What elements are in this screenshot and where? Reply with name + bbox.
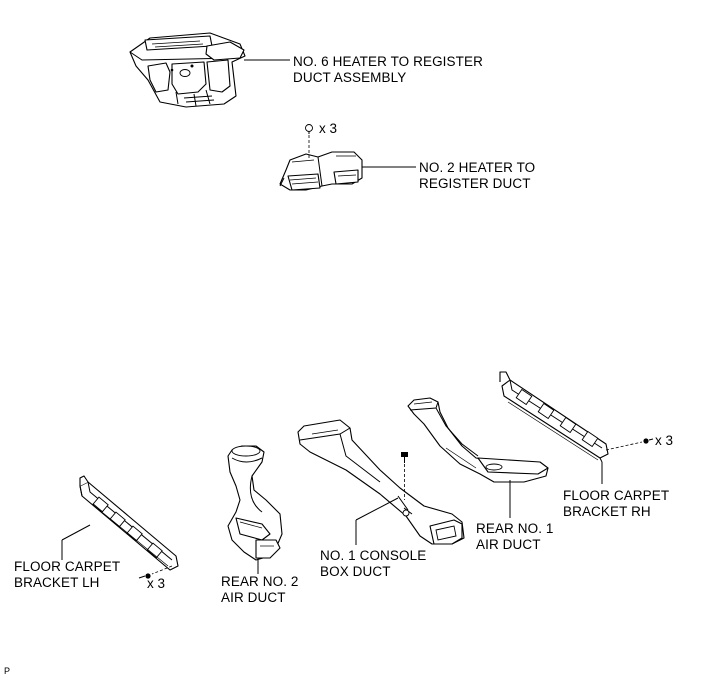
label-line: FLOOR CARPET: [563, 488, 670, 503]
label-line: AIR DUCT: [476, 537, 541, 552]
label-floor-carpet-bracket-rh: FLOOR CARPET BRACKET RH: [563, 488, 669, 520]
label-line: REGISTER DUCT: [419, 176, 531, 191]
label-line: REAR NO. 2: [221, 574, 299, 589]
label-line: BOX DUCT: [320, 564, 391, 579]
label-no6-duct-assembly: NO. 6 HEATER TO REGISTER DUCT ASSEMBLY: [293, 54, 483, 86]
label-no1-console-box-duct: NO. 1 CONSOLE BOX DUCT: [320, 548, 426, 580]
label-no2-register-duct: NO. 2 HEATER TO REGISTER DUCT: [419, 160, 535, 192]
qty-clip-no2: x 3: [319, 121, 338, 136]
rear-no2-air-duct: [227, 445, 283, 561]
rear-no1-air-duct: [407, 397, 549, 483]
label-line: NO. 6 HEATER TO REGISTER: [293, 54, 483, 69]
leader-console-1: [355, 497, 399, 521]
no6-duct-assembly: [129, 32, 246, 108]
no2-register-duct: [279, 151, 363, 191]
label-rear-no2-air-duct: REAR NO. 2 AIR DUCT: [221, 574, 299, 606]
label-line: NO. 2 HEATER TO: [419, 160, 536, 175]
label-line: NO. 1 CONSOLE: [320, 548, 427, 563]
label-line: AIR DUCT: [221, 590, 286, 605]
floor-carpet-bracket-rh: [499, 371, 609, 463]
label-line: REAR NO. 1: [476, 521, 554, 536]
label-rear-no1-air-duct: REAR NO. 1 AIR DUCT: [476, 521, 554, 553]
screw-icon-console: [401, 452, 408, 500]
label-floor-carpet-bracket-lh: FLOOR CARPET BRACKET LH: [14, 559, 120, 591]
screw-icon-lh: [138, 565, 173, 579]
corner-mark: P: [4, 666, 11, 676]
label-line: BRACKET RH: [563, 504, 651, 519]
qty-screw-rh: x 3: [655, 433, 674, 448]
no1-console-box-duct: [297, 419, 465, 545]
screw-icon-rh: [605, 438, 654, 451]
label-line: BRACKET LH: [14, 575, 100, 590]
label-line: FLOOR CARPET: [14, 559, 121, 574]
clip-icon-no2: [305, 124, 313, 158]
floor-carpet-bracket-lh: [79, 475, 179, 571]
leader-lh-1: [61, 524, 91, 541]
label-line: DUCT ASSEMBLY: [293, 70, 407, 85]
qty-screw-lh: x 3: [147, 576, 166, 591]
